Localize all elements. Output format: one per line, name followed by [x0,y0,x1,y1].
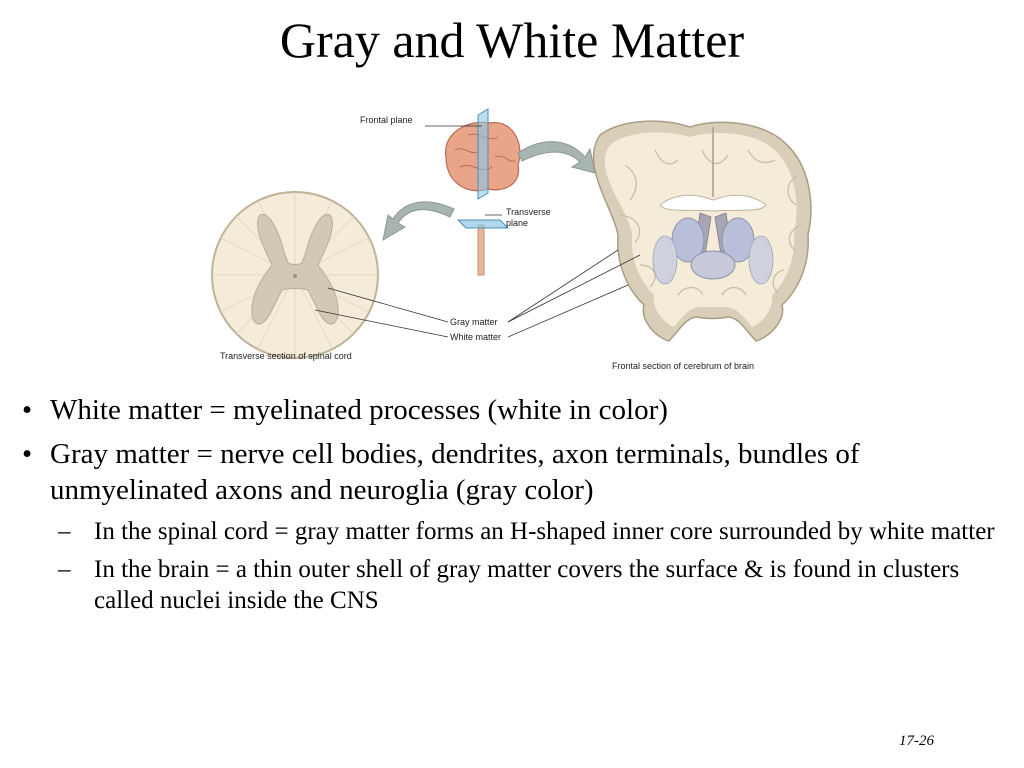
bullet-dot-icon: • [22,438,33,470]
dash-icon: – [58,518,71,545]
sub-bullet-item: –In the spinal cord = gray matter forms … [18,516,1008,547]
transverse-plane-label-2: plane [506,218,529,228]
arrow-to-brain-icon [517,141,596,174]
dash-icon: – [58,556,71,583]
bullet-text: Gray matter = nerve cell bodies, dendrit… [50,438,860,506]
brain-section-caption: Frontal section of cerebrum of brain [612,361,755,371]
gray-white-matter-figure: Frontal plane Transverse plane Gray matt… [200,105,840,390]
white-matter-label: White matter [450,332,502,342]
figure-illustration [211,108,812,359]
bullet-dot-icon: • [22,394,33,426]
transverse-plane-icon [456,219,510,229]
bullet-item: • White matter = myelinated processes (wh… [18,392,1008,428]
frontal-plane-icon [477,108,489,200]
page-number: 17-26 [899,733,934,749]
leader-lines [314,249,641,338]
sub-bullet-item: –In the brain = a thin outer shell of gr… [18,554,1008,616]
sub-bullet-text: In the spinal cord = gray matter forms a… [94,518,995,545]
spinal-cord-section [211,191,379,359]
brain-orientation-diagram [425,108,521,276]
gray-matter-label: Gray matter [450,317,498,327]
transverse-plane-label: Transverse [506,207,551,217]
bullet-list: • White matter = myelinated processes (wh… [18,392,1008,623]
bullet-text: White matter = myelinated processes (whi… [50,394,668,426]
sub-bullet-text: In the brain = a thin outer shell of gra… [94,556,960,614]
slide-title: Gray and White Matter [279,12,745,68]
bullet-item: • Gray matter = nerve cell bodies, dendri… [18,436,1008,508]
frontal-plane-label: Frontal plane [360,115,413,125]
brain-frontal-section [592,120,812,342]
spinal-cord-caption: Transverse section of spinal cord [220,351,352,361]
arrow-to-spinal-cord-icon [382,201,455,242]
